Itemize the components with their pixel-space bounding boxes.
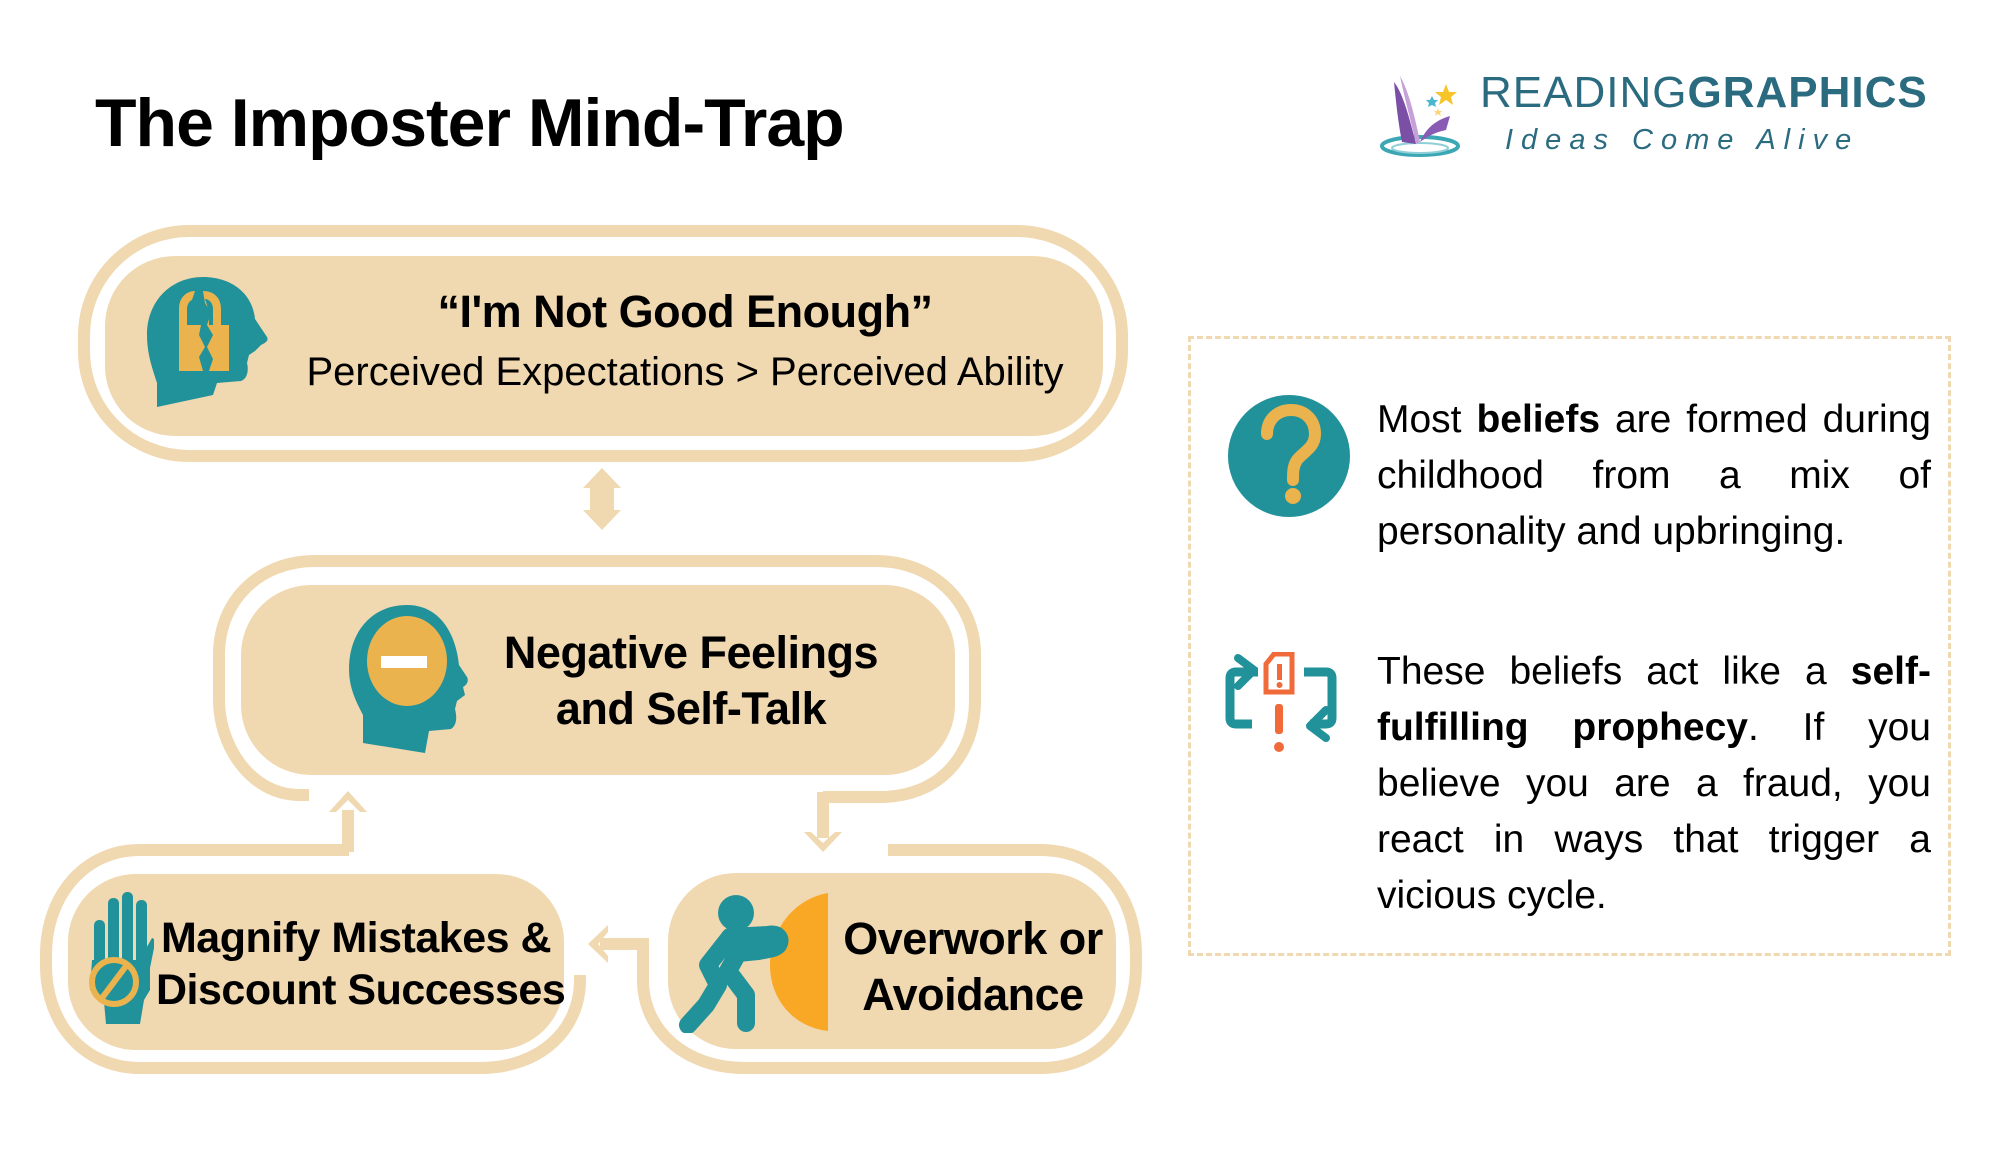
top-node: “I'm Not Good Enough” Perceived Expectat…: [105, 256, 1103, 436]
arrow-left-icon: [588, 925, 649, 963]
hand-prohibited-icon: [89, 892, 154, 1024]
page-title: The Imposter Mind-Trap: [95, 85, 845, 161]
arrow-down-icon: [804, 792, 842, 852]
bottom-left-node-line1: Magnify Mistakes &: [160, 914, 552, 962]
top-node-title: “I'm Not Good Enough”: [437, 286, 933, 337]
bottom-right-node-line2: Avoidance: [862, 969, 1084, 1020]
bottom-left-node: Magnify Mistakes & Discount Successes: [68, 874, 566, 1050]
info-item-prophecy-bold: self-fulfilling prophecy: [1377, 650, 1931, 749]
middle-node-line2: and Self-Talk: [555, 683, 827, 734]
logo-tagline: Ideas Come Alive: [1505, 124, 1860, 156]
head-minus-icon: [349, 605, 468, 753]
person-pushing-icon: [679, 893, 828, 1033]
info-item-beliefs-bold: beliefs: [1476, 398, 1601, 441]
logo-brand: READINGGRAPHICS: [1480, 68, 1928, 118]
cycle-alert-icon: [1225, 652, 1337, 752]
question-mark-icon: [1228, 395, 1350, 517]
double-arrow-icon: [583, 468, 621, 530]
bottom-left-node-box: [68, 874, 564, 1050]
head-broken-lock-icon: [147, 277, 268, 407]
info-item-prophecy-pre: These beliefs act like a: [1377, 650, 1851, 693]
bottom-left-outer-ring: [40, 844, 586, 1074]
bottom-right-node-box: [668, 873, 1116, 1049]
book-logo-icon: [1380, 76, 1460, 157]
logo: READINGGRAPHICS Ideas Come Alive: [1380, 68, 1927, 162]
top-node-subtitle: Perceived Expectations > Perceived Abili…: [306, 350, 1064, 394]
info-panel: [1188, 336, 1951, 956]
top-node-outer-ring: [78, 225, 1128, 462]
bottom-right-node-line1: Overwork or: [843, 913, 1103, 964]
middle-node: Negative Feelings and Self-Talk: [241, 585, 955, 775]
logo-brand-light: READING: [1480, 68, 1688, 117]
middle-node-line1: Negative Feelings: [503, 627, 879, 678]
top-node-box: [105, 256, 1103, 436]
bottom-right-node: Overwork or Avoidance: [668, 873, 1116, 1049]
info-item-beliefs-post: are formed during childhood from a mix o…: [1377, 398, 1931, 553]
middle-node-outer-ring: [213, 555, 981, 803]
arrow-up-icon: [329, 791, 367, 852]
info-item-beliefs: Most beliefs are formed during childhood…: [1377, 392, 1931, 560]
bottom-left-node-line2: Discount Successes: [156, 966, 566, 1014]
info-item-prophecy-post: . If you believe you are a fraud, you re…: [1377, 706, 1931, 917]
cycle-diagram-frame: [40, 225, 1142, 1074]
bottom-right-outer-ring: [637, 844, 1142, 1074]
logo-brand-bold: GRAPHICS: [1687, 68, 1928, 117]
info-item-beliefs-pre: Most: [1377, 398, 1477, 441]
info-item-prophecy: These beliefs act like a self-fulfilling…: [1377, 644, 1931, 924]
